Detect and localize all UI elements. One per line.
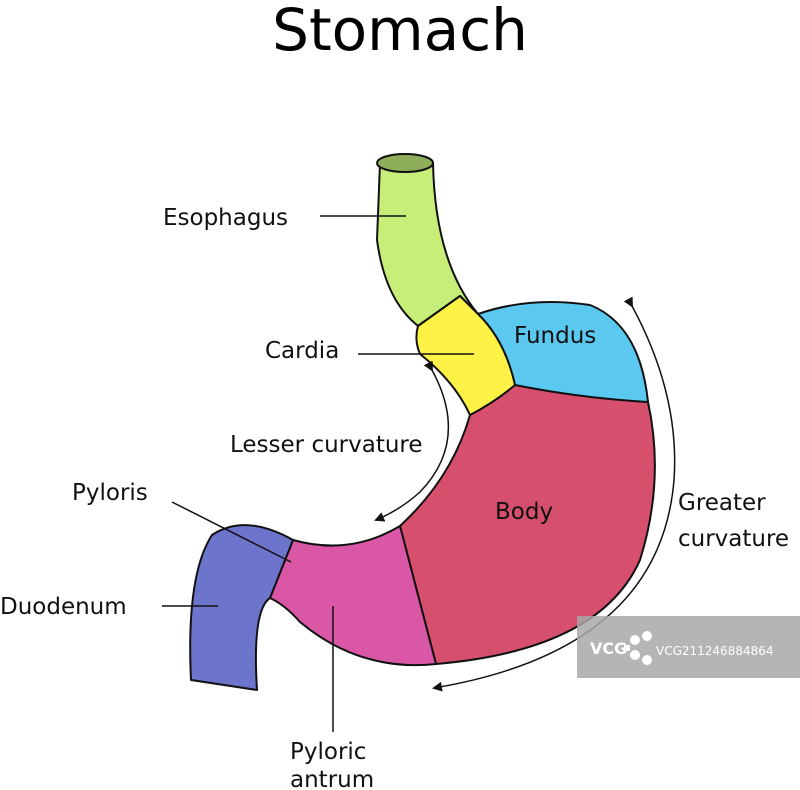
body-label: Body (495, 499, 553, 525)
fundus-label: Fundus (514, 323, 596, 349)
diagram-title: Stomach (272, 0, 528, 64)
watermark-logo-icon (624, 631, 652, 665)
greater-curvature-label-line1: Greater (678, 490, 766, 516)
duodenum-region (189, 524, 294, 691)
pyloric-antrum-label-line2: antrum (290, 767, 374, 790)
esophagus-label: Esophagus (163, 205, 288, 231)
watermark-logo: VCG (590, 639, 627, 658)
pyloris-leader-line (171, 501, 292, 563)
esophagus-opening (376, 153, 434, 173)
greater-curvature-label-line2: curvature (678, 526, 789, 552)
watermark-band (577, 616, 800, 678)
cardia-label: Cardia (265, 338, 339, 364)
duodenum-label: Duodenum (0, 594, 127, 620)
watermark-text: VCG211246884864 (656, 644, 774, 658)
pyloris-label: Pyloris (72, 480, 148, 506)
pyloric-antrum-label-line1: Pyloric (290, 739, 366, 765)
watermark: VCG VCG211246884864 (577, 616, 800, 678)
pyloric-antrum-region (269, 525, 437, 667)
lesser-curvature-label: Lesser curvature (230, 432, 423, 458)
greater-curvature-arrow (432, 296, 676, 692)
